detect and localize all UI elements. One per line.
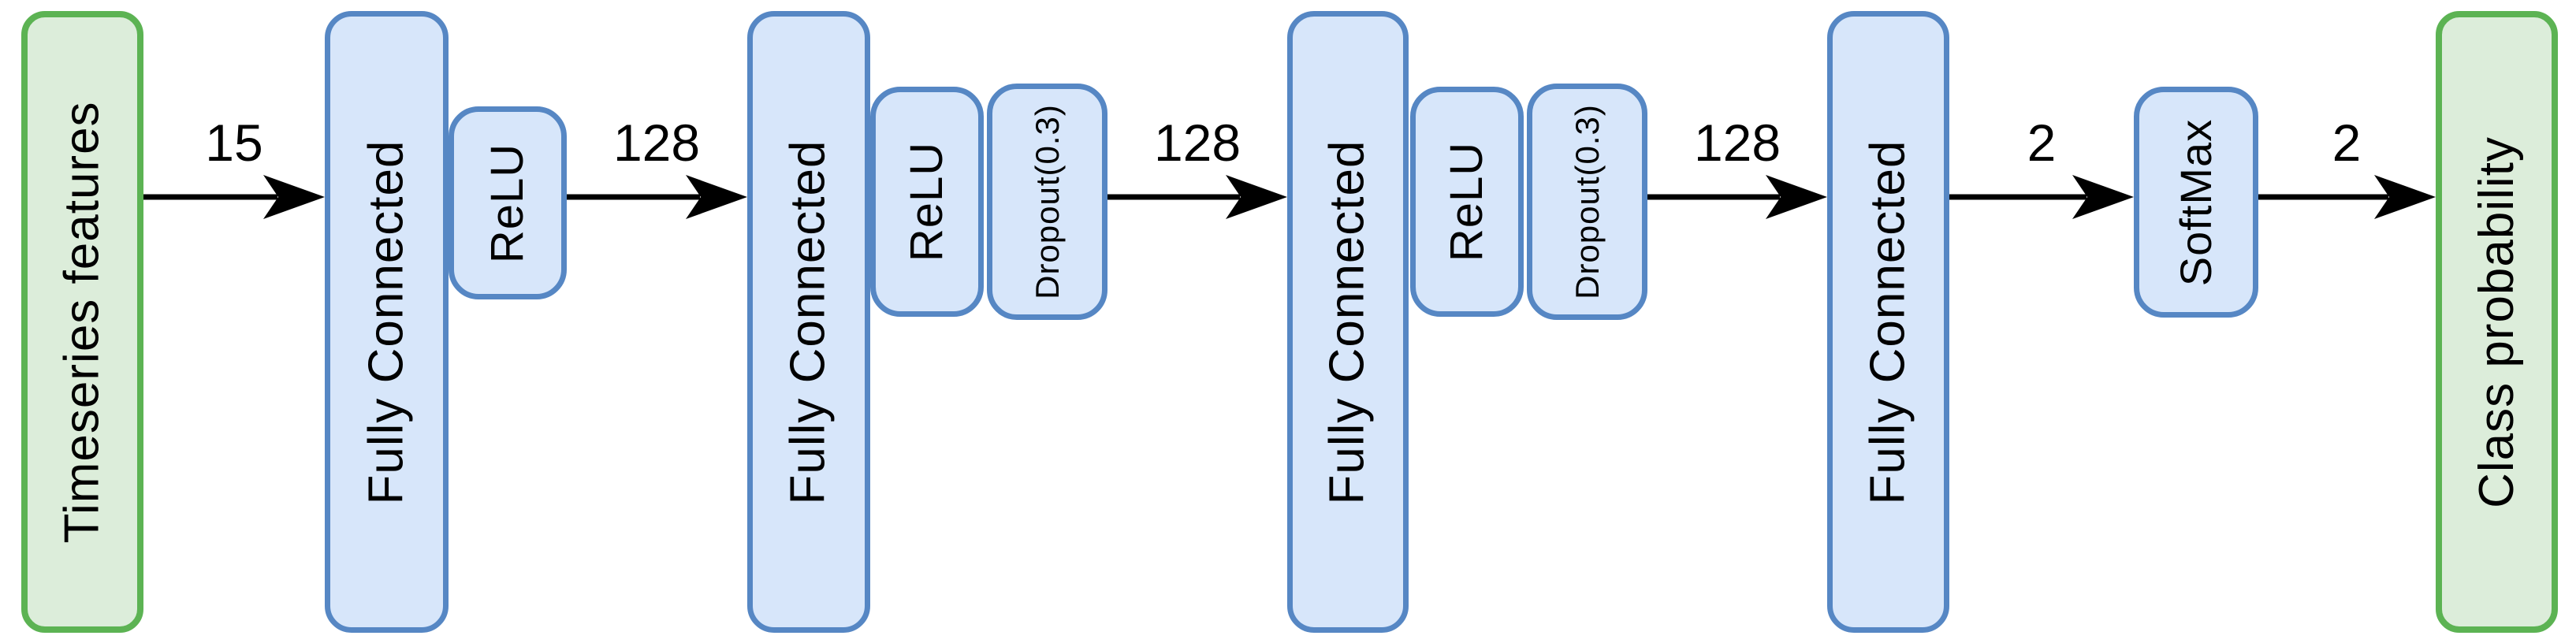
node-fully-connected-2: Fully Connected — [747, 11, 870, 633]
node-label: Dropout(0.3) — [1028, 104, 1066, 299]
arrow-right-icon — [1949, 175, 2134, 219]
node-softmax: SoftMax — [2134, 87, 2258, 318]
node-label: Timeseries features — [54, 100, 110, 544]
node-label: Fully Connected — [359, 139, 414, 505]
node-label: ReLU — [901, 141, 953, 262]
node-label: Fully Connected — [1860, 139, 1915, 505]
edge-label-128-1: 128 — [612, 113, 701, 172]
node-relu-1: ReLU — [449, 106, 567, 299]
arrow-right-icon — [1647, 175, 1827, 219]
edge-label-128-3: 128 — [1693, 113, 1781, 172]
node-relu-3: ReLU — [1410, 87, 1524, 317]
edge-label-2-1: 2 — [2027, 113, 2057, 172]
node-class-probability: Class probability — [2436, 11, 2558, 633]
arrow-right-icon — [2258, 175, 2436, 219]
node-label: ReLU — [482, 143, 534, 263]
edge-dropout2-fc3 — [1107, 173, 1287, 221]
node-label: Class probability — [2469, 136, 2524, 508]
node-label: SoftMax — [2171, 118, 2220, 286]
edge-input-fc1 — [143, 173, 325, 221]
edge-dropout3-fc4 — [1647, 173, 1827, 221]
node-fully-connected-3: Fully Connected — [1287, 11, 1409, 633]
node-dropout-3: Dropout(0.3) — [1527, 84, 1647, 320]
node-label: Fully Connected — [1320, 139, 1375, 505]
edge-relu1-fc2 — [567, 173, 747, 221]
arrow-right-icon — [143, 175, 325, 219]
edge-label-2-2: 2 — [2332, 113, 2362, 172]
node-timeseries-features: Timeseries features — [21, 11, 143, 633]
node-relu-2: ReLU — [870, 87, 984, 317]
edge-softmax-output — [2258, 173, 2436, 221]
node-fully-connected-4: Fully Connected — [1827, 11, 1949, 633]
node-label: ReLU — [1441, 141, 1493, 262]
node-label: Fully Connected — [781, 139, 836, 505]
node-fully-connected-1: Fully Connected — [325, 11, 449, 633]
arrow-right-icon — [1107, 175, 1287, 219]
node-dropout-2: Dropout(0.3) — [987, 84, 1107, 320]
edge-fc4-softmax — [1949, 173, 2134, 221]
edge-label-128-2: 128 — [1153, 113, 1241, 172]
arrow-right-icon — [567, 175, 747, 219]
edge-label-15: 15 — [205, 113, 263, 172]
node-label: Dropout(0.3) — [1568, 104, 1606, 299]
